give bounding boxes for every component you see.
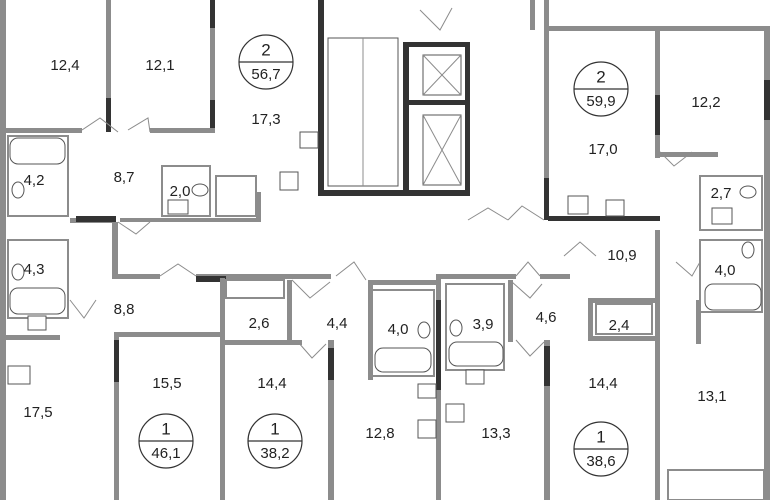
apartment-rooms-count: 1 (596, 427, 605, 446)
room-area-label: 17,0 (588, 141, 617, 158)
apartment-rooms-count: 2 (261, 40, 270, 59)
room-area-label: 17,3 (251, 111, 280, 128)
room-area-label: 14,4 (588, 375, 617, 392)
apartment-badge: 138,2 (247, 413, 303, 469)
apartment-total-area: 46,1 (151, 445, 180, 462)
room-area-label: 12,2 (691, 94, 720, 111)
room-area-label: 8,8 (114, 301, 135, 318)
apartment-rooms-count: 1 (270, 419, 279, 438)
apartment-badge: 146,1 (138, 413, 194, 469)
room-area-label: 17,5 (23, 404, 52, 421)
room-area-label: 4,0 (388, 321, 409, 338)
room-area-label: 3,9 (473, 316, 494, 333)
apartment-badge: 256,7 (238, 34, 294, 90)
apartment-total-area: 59,9 (586, 93, 615, 110)
room-area-label: 12,8 (365, 425, 394, 442)
apartment-total-area: 38,6 (586, 453, 615, 470)
room-area-label: 15,5 (152, 375, 181, 392)
stair-treads (327, 37, 399, 187)
room-area-label: 4,4 (327, 315, 348, 332)
room-area-label: 14,4 (257, 375, 286, 392)
room-area-label: 10,9 (607, 247, 636, 264)
apartment-rooms-count: 2 (596, 67, 605, 86)
room-area-label: 2,6 (249, 315, 270, 332)
room-area-label: 13,1 (697, 388, 726, 405)
room-area-label: 4,0 (715, 262, 736, 279)
elevator-shafts (422, 54, 462, 186)
room-area-label: 12,4 (50, 57, 79, 74)
room-area-label: 2,7 (711, 185, 732, 202)
room-area-label: 2,0 (170, 183, 191, 200)
room-area-label: 8,7 (114, 169, 135, 186)
apartment-total-area: 56,7 (251, 66, 280, 83)
room-area-label: 4,2 (24, 172, 45, 189)
apartment-total-area: 38,2 (260, 445, 289, 462)
door-swings (69, 7, 701, 359)
room-area-label: 4,6 (536, 309, 557, 326)
room-area-label: 12,1 (145, 57, 174, 74)
apartment-rooms-count: 1 (161, 419, 170, 438)
apartment-badge: 138,6 (573, 421, 629, 477)
room-area-label: 4,3 (24, 261, 45, 278)
apartment-badge: 259,9 (573, 61, 629, 117)
fixtures (7, 131, 762, 439)
room-area-label: 13,3 (481, 425, 510, 442)
room-area-label: 2,4 (609, 317, 630, 334)
